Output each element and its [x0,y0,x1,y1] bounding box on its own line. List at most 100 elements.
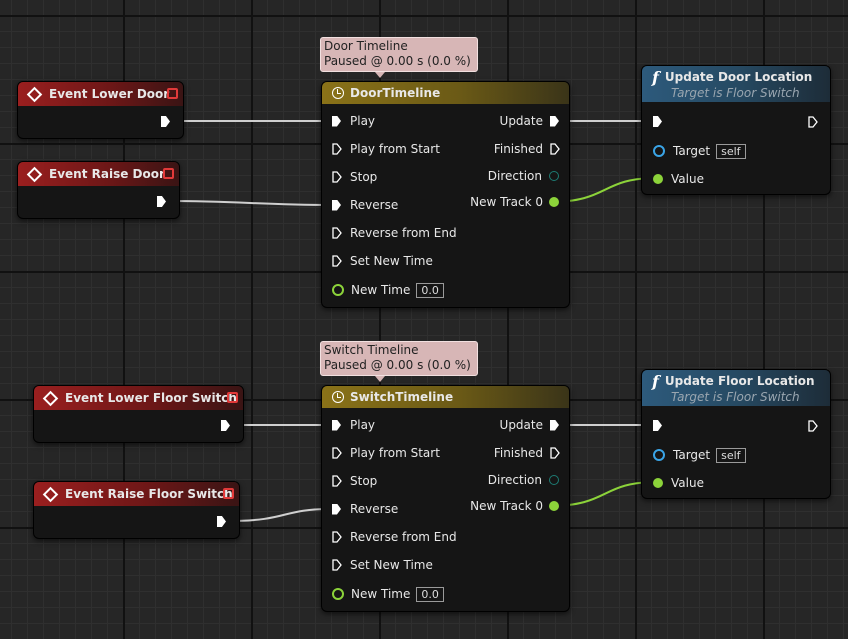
input-row-target[interactable]: Target self [653,143,746,159]
output-row-new-track[interactable]: New Track 0 [470,498,559,514]
float-input-pin[interactable] [653,174,663,184]
exec-output-pin[interactable] [550,115,559,127]
input-row-reverse[interactable]: Reverse [332,197,398,213]
output-row-direction[interactable]: Direction [488,168,559,184]
exec-input-pin[interactable] [332,115,341,127]
exec-output-pin[interactable] [550,447,560,459]
delegate-pin-icon[interactable] [167,88,178,99]
exec-input-pin[interactable] [332,227,342,239]
pin-label: New Time [351,587,411,601]
exec-input-pin[interactable] [332,143,342,155]
delegate-pin-icon[interactable] [223,488,234,499]
exec-output-pin[interactable] [217,516,226,527]
timeline-comment-bubble: Switch Timeline Paused @ 0.00 s (0.0 %) [320,341,478,382]
function-node-update-floor-location[interactable]: f Update Floor Location Target is Floor … [641,369,831,499]
input-row-reverse[interactable]: Reverse [332,501,398,517]
exec-output-pin[interactable] [550,143,560,155]
new-time-input[interactable]: 0.0 [416,586,444,602]
event-node-lower-floor-switch[interactable]: Event Lower Floor Switch [33,385,244,443]
function-node-title: Update Floor Location [664,374,815,388]
pin-label: Target [673,448,711,462]
exec-output-pin[interactable] [161,116,170,127]
exec-input-pin[interactable] [653,116,662,127]
pin-label: Finished [493,446,543,460]
timeline-node-door[interactable]: DoorTimeline Play Play from Start Stop R… [321,81,570,308]
pin-label: Set New Time [350,558,433,572]
comment-title: Switch Timeline [324,343,419,357]
new-time-input[interactable]: 0.0 [416,282,444,298]
pin-label: New Track 0 [470,195,543,209]
exec-input-pin[interactable] [332,255,342,267]
target-self-field[interactable]: self [716,143,746,159]
pin-label: Target [673,144,711,158]
exec-output-pin[interactable] [550,419,559,431]
output-row-update[interactable]: Update [500,113,559,129]
input-row-value[interactable]: Value [653,171,704,187]
pin-label: Play from Start [350,446,440,460]
event-node-raise-door[interactable]: Event Raise Door [17,161,180,219]
exec-input-pin[interactable] [332,503,341,515]
pin-label: Value [671,172,704,186]
output-row-direction[interactable]: Direction [488,472,559,488]
function-node-update-door-location[interactable]: f Update Door Location Target is Floor S… [641,65,831,195]
output-row-finished[interactable]: Finished [493,445,560,461]
pin-label: Update [499,114,543,128]
input-row-play[interactable]: Play [332,417,375,433]
exec-input-pin[interactable] [332,419,341,431]
exec-input-pin[interactable] [653,420,662,431]
exec-input-pin[interactable] [332,199,341,211]
exec-input-pin[interactable] [332,559,342,571]
output-row-update[interactable]: Update [500,417,559,433]
input-row-set-new-time[interactable]: Set New Time [332,557,433,573]
input-row-value[interactable]: Value [653,475,704,491]
input-row-target[interactable]: Target self [653,447,746,463]
event-node-header: Event Lower Door [18,82,183,106]
exec-input-pin[interactable] [332,447,342,459]
timeline-node-header: SwitchTimeline [322,386,569,408]
output-row-new-track[interactable]: New Track 0 [470,194,559,210]
timeline-node-title: DoorTimeline [350,86,441,100]
input-row-reverse-from-end[interactable]: Reverse from End [332,225,457,241]
input-row-play-from-start[interactable]: Play from Start [332,141,440,157]
target-self-field[interactable]: self [716,447,746,463]
timeline-node-header: DoorTimeline [322,82,569,104]
exec-input-pin[interactable] [332,171,342,183]
enum-output-pin[interactable] [549,171,559,181]
input-row-new-time[interactable]: New Time 0.0 [332,282,444,298]
input-row-stop[interactable]: Stop [332,169,377,185]
exec-output-pin[interactable] [221,420,230,431]
exec-output-pin[interactable] [157,196,166,207]
output-row-finished[interactable]: Finished [494,141,560,157]
event-node-lower-door[interactable]: Event Lower Door [17,81,184,139]
comment-status: Paused @ 0.00 s (0.0 %) [324,54,471,68]
float-output-pin[interactable] [549,197,559,207]
event-node-raise-floor-switch[interactable]: Event Raise Floor Switch [33,481,240,539]
float-input-pin[interactable] [332,284,344,296]
delegate-pin-icon[interactable] [163,168,174,179]
float-input-pin[interactable] [332,588,344,600]
exec-output-pin[interactable] [808,116,818,128]
timeline-node-switch[interactable]: SwitchTimeline Play Play from Start Stop… [321,385,570,612]
exec-output-pin[interactable] [808,420,818,432]
input-row-reverse-from-end[interactable]: Reverse from End [332,529,457,545]
event-node-title: Event Lower Door [49,87,170,101]
input-row-set-new-time[interactable]: Set New Time [332,253,433,269]
object-input-pin[interactable] [653,449,665,461]
float-input-pin[interactable] [653,478,663,488]
input-row-play[interactable]: Play [332,113,375,129]
object-input-pin[interactable] [653,145,665,157]
pin-label: New Track 0 [470,499,543,513]
exec-input-pin[interactable] [332,531,342,543]
event-node-header: Event Lower Floor Switch [34,386,243,410]
event-diamond-icon [42,486,59,502]
float-output-pin[interactable] [549,501,559,511]
delegate-pin-icon[interactable] [227,392,238,403]
exec-input-pin[interactable] [332,475,342,487]
input-row-new-time[interactable]: New Time 0.0 [332,586,444,602]
pin-label: Stop [350,474,378,488]
comment-status: Paused @ 0.00 s (0.0 %) [324,358,471,372]
input-row-stop[interactable]: Stop [332,473,377,489]
input-row-play-from-start[interactable]: Play from Start [332,445,440,461]
enum-output-pin[interactable] [549,475,559,485]
pin-label: Reverse from End [350,226,457,240]
